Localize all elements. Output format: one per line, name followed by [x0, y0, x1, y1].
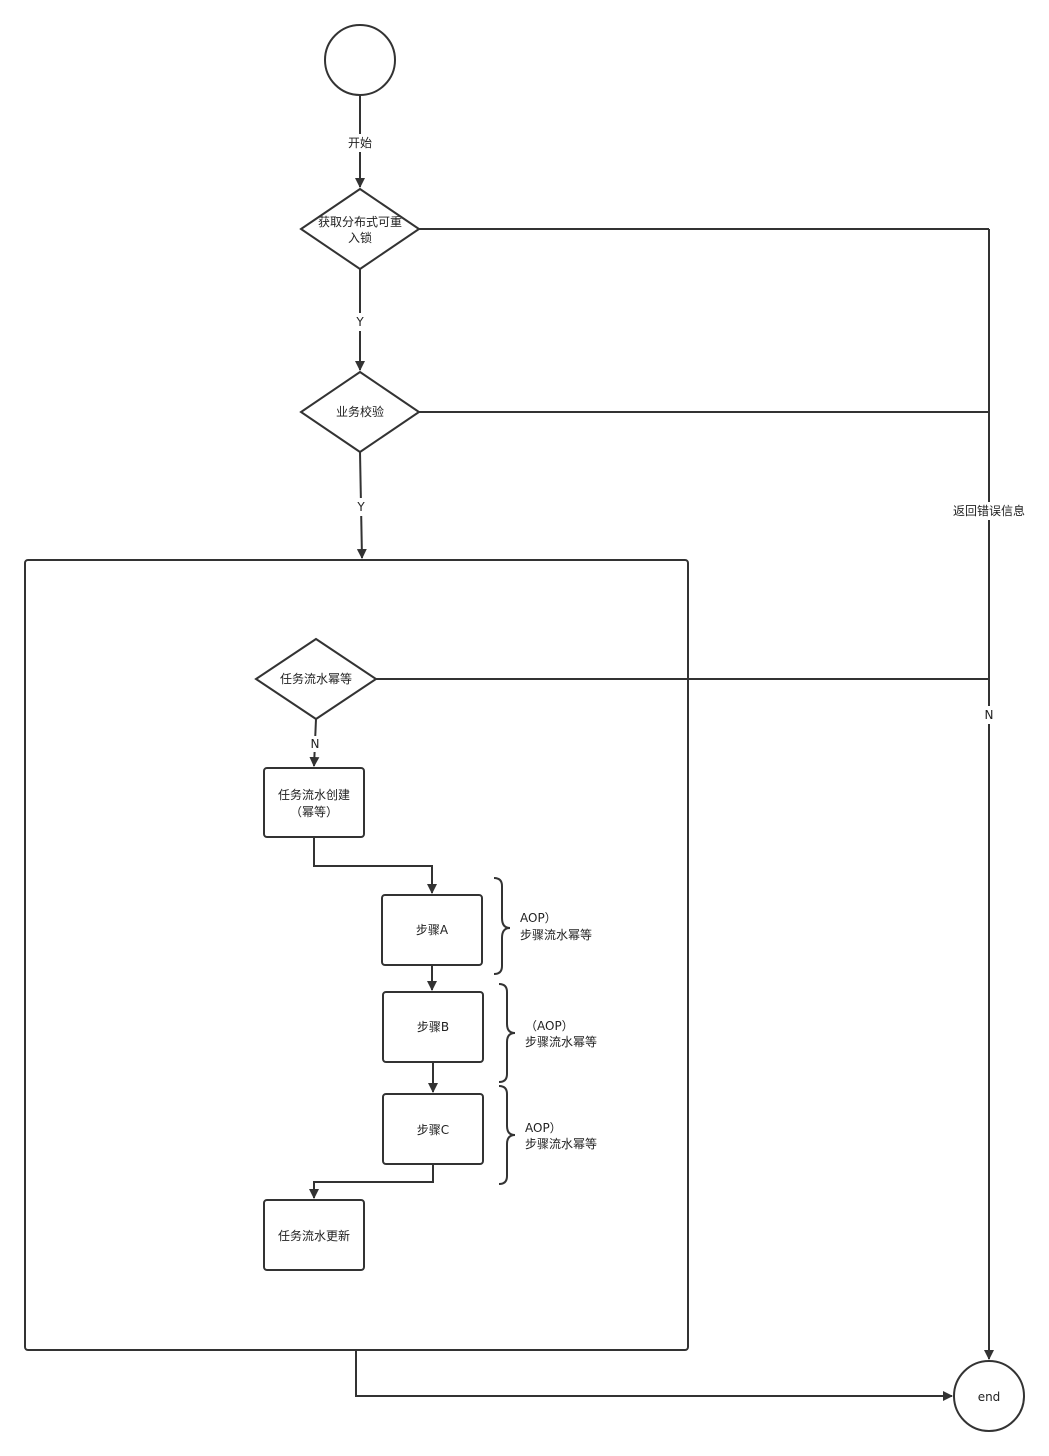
update-label: 任务流水更新	[278, 1228, 350, 1243]
validate-label: 业务校验	[336, 404, 384, 419]
edge-create-stepa	[313, 837, 437, 894]
annotation-a-2: 步骤流水幂等	[520, 928, 592, 942]
create-label-2: （幂等）	[290, 805, 338, 819]
create-label-1: 任务流水创建	[278, 787, 350, 802]
lock-label-1: 获取分布式可重	[318, 215, 402, 229]
lock-label-2: 入锁	[348, 230, 372, 245]
brace-a	[493, 877, 511, 975]
brace-b	[498, 983, 516, 1083]
annotation-c-1: AOP）	[525, 1121, 562, 1135]
step-b-label: 步骤B	[417, 1020, 449, 1034]
edge-stepc-update	[309, 1164, 434, 1199]
no-label-idempotent: N	[311, 737, 320, 751]
end-label: end	[978, 1390, 1001, 1404]
step-a-label: 步骤A	[416, 923, 449, 937]
start-node	[324, 24, 396, 96]
lock-decision	[299, 187, 421, 271]
start-label: 开始	[348, 136, 372, 150]
annotation-a-1: AOP）	[520, 911, 557, 925]
error-label: 返回错误信息	[953, 503, 1025, 518]
yes-label-2: Y	[356, 500, 365, 514]
edge-container-end	[355, 1350, 953, 1401]
idempotent-label: 任务流水幂等	[280, 671, 352, 686]
update-node	[263, 1199, 365, 1271]
annotation-b-1: （AOP）	[525, 1019, 574, 1033]
end-node	[953, 1360, 1025, 1432]
yes-label-1: Y	[355, 315, 364, 329]
brace-c	[498, 1085, 516, 1185]
no-label-right: N	[985, 708, 994, 722]
step-c-label: 步骤C	[417, 1123, 449, 1137]
annotation-c-2: 步骤流水幂等	[525, 1137, 597, 1151]
annotation-b-2: 步骤流水幂等	[525, 1035, 597, 1049]
create-node	[263, 767, 365, 838]
